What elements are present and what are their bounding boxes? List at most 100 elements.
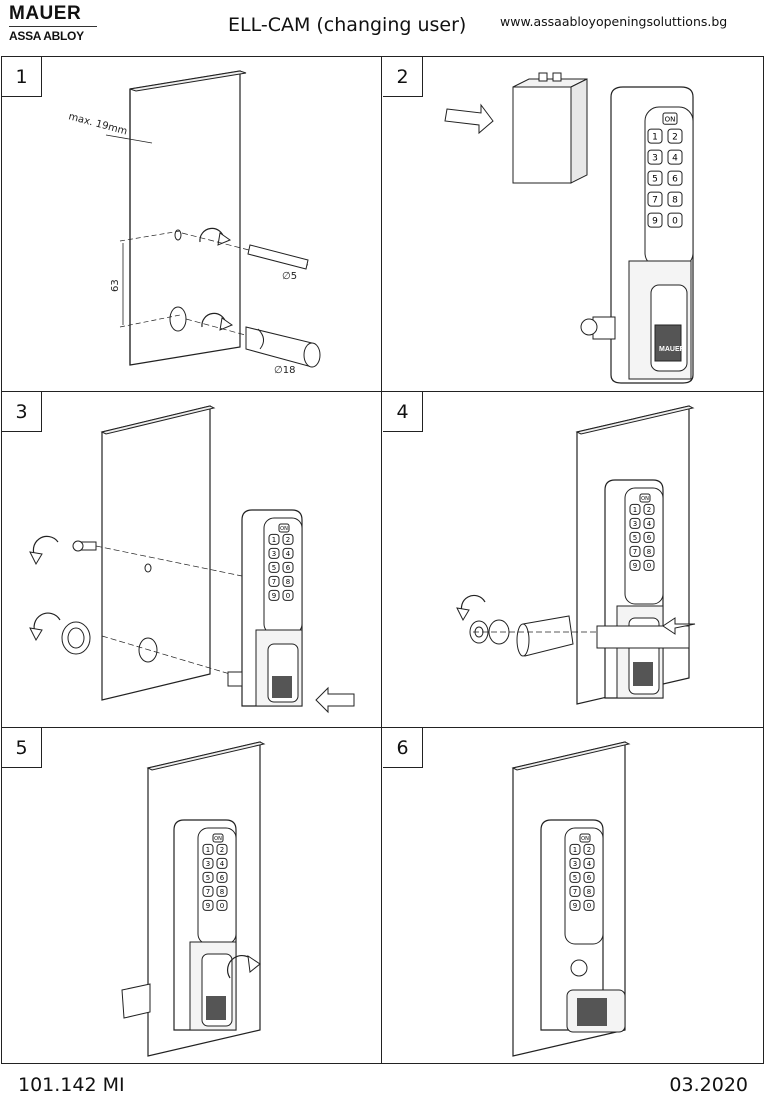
keypad-key <box>202 899 214 911</box>
keypad-key-label: 2 <box>220 846 224 854</box>
keypad-key-label: 4 <box>672 153 678 163</box>
keypad-key <box>643 531 655 543</box>
keypad-key-label: 0 <box>220 902 224 910</box>
thickness-label: max. 19mm <box>67 111 128 137</box>
on-key <box>212 833 224 843</box>
keypad-key-label: 1 <box>652 132 658 142</box>
keypad-key-label: 5 <box>206 874 210 882</box>
keypad-key-label: 2 <box>647 506 651 514</box>
keypad-key-label: 4 <box>587 860 592 868</box>
keypad-key <box>268 533 280 545</box>
on-key <box>579 833 591 843</box>
keypad-key <box>629 503 641 515</box>
push-arrow-icon <box>662 617 696 635</box>
keypad-key <box>282 561 294 573</box>
keypad-key <box>569 857 581 869</box>
keypad-key-label: 3 <box>573 860 577 868</box>
keypad-key <box>583 857 595 869</box>
keypad-key-label: 4 <box>647 520 652 528</box>
website-url: www.assaabloyopeningsoluttions.bg <box>500 14 728 29</box>
keypad-key-label: 4 <box>220 860 225 868</box>
keypad-key-label: 6 <box>587 874 592 882</box>
keypad-key <box>667 212 683 228</box>
grid-divider-footer <box>1 1063 764 1064</box>
keypad-key <box>629 517 641 529</box>
keypad-key-label: 7 <box>633 548 637 556</box>
keypad-key <box>202 871 214 883</box>
keypad-key-label: 2 <box>286 536 290 544</box>
keypad-lock <box>596 479 690 699</box>
keypad-key <box>216 843 228 855</box>
keypad-key-label: 0 <box>286 592 290 600</box>
keypad-lock <box>227 509 303 707</box>
keypad-key-label: 0 <box>587 902 591 910</box>
keypad-key-label: 1 <box>272 536 276 544</box>
keypad-key <box>667 128 683 144</box>
keypad-key-label: 6 <box>647 534 652 542</box>
keypad-key-label: 9 <box>633 562 637 570</box>
keypad-key-label: 1 <box>633 506 637 514</box>
battery-icon <box>512 86 572 184</box>
keypad-key <box>643 517 655 529</box>
keypad-key-label: 7 <box>652 195 658 205</box>
keypad-key <box>647 212 663 228</box>
page-title: ELL-CAM (changing user) <box>228 14 467 36</box>
keypad-key <box>643 503 655 515</box>
keypad-key-label: 5 <box>573 874 577 882</box>
keypad-key-label: 8 <box>286 578 290 586</box>
keypad-key <box>202 885 214 897</box>
keypad-key <box>583 885 595 897</box>
step-number: 5 <box>2 728 42 768</box>
keypad-key-label: 3 <box>652 153 658 163</box>
drill-bit-5-icon <box>247 244 309 270</box>
drill-18-label: ∅18 <box>274 365 295 376</box>
keypad-key <box>583 899 595 911</box>
insert-arrow-icon <box>444 103 494 135</box>
distance-label: 63 <box>110 279 121 292</box>
insert-arrow-icon <box>315 686 355 714</box>
on-key-label: ON <box>581 836 589 842</box>
keypad-key-label: 9 <box>652 216 658 226</box>
logo-wordmark: MAUER <box>9 3 82 24</box>
on-key <box>639 493 651 503</box>
keypad-key-label: 9 <box>272 592 276 600</box>
keypad-key-label: 3 <box>206 860 210 868</box>
keypad-key-label: 8 <box>672 195 678 205</box>
step-number: 4 <box>383 392 423 432</box>
on-key-label: ON <box>641 496 649 502</box>
step-1-panel: 1 max. 19mm 63 ∅5 <box>2 57 382 392</box>
keypad-key-label: 2 <box>672 132 678 142</box>
keypad-key-label: 5 <box>633 534 637 542</box>
keypad-key <box>583 871 595 883</box>
step-number: 2 <box>383 57 423 97</box>
keypad-key-label: 9 <box>573 902 577 910</box>
drill-bit-18-icon <box>245 326 313 368</box>
keypad-key <box>647 191 663 207</box>
keypad-key <box>667 191 683 207</box>
step-3-panel: 3 <box>2 392 382 727</box>
keypad-key <box>647 170 663 186</box>
keypad-key-label: 1 <box>573 846 577 854</box>
keypad-key <box>667 149 683 165</box>
on-key-label: ON <box>214 836 222 842</box>
keypad-key-label: 3 <box>633 520 637 528</box>
keypad-key-label: 5 <box>272 564 276 572</box>
keypad-key <box>268 575 280 587</box>
lock-brand: MAUER <box>659 346 685 353</box>
drill-5-label: ∅5 <box>282 271 297 282</box>
keypad-key <box>216 899 228 911</box>
keypad-key <box>667 170 683 186</box>
logo-subbrand: ASSA ABLOY <box>9 29 84 43</box>
